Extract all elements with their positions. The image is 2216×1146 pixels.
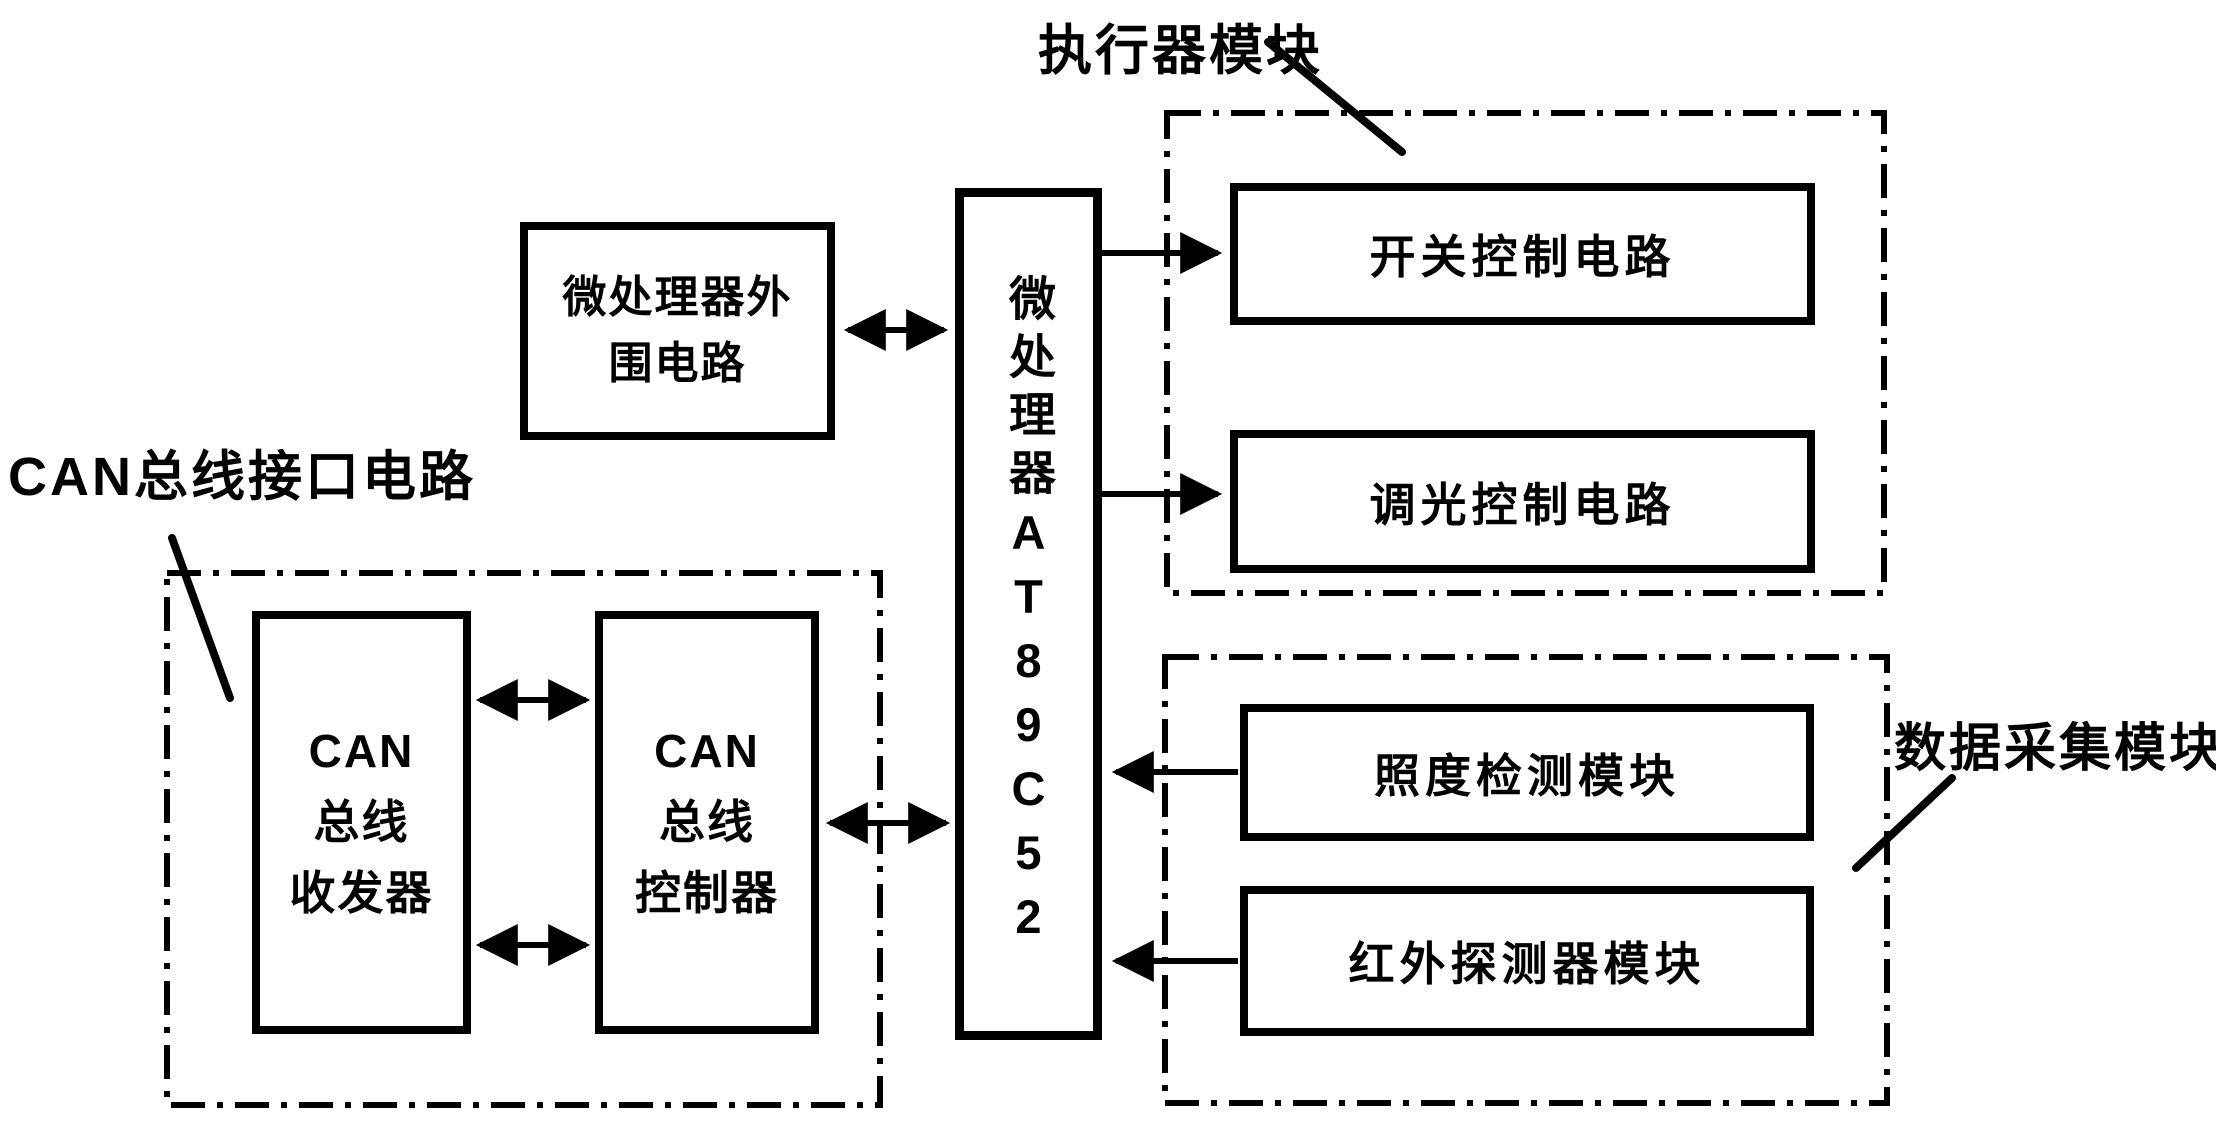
infrared-detector-box: 红外探测器模块 [1240, 886, 1814, 1036]
can-controller-line1: CAN [654, 724, 760, 777]
can-transceiver-line3: 收发器 [289, 867, 434, 920]
can-controller-line3: 控制器 [635, 867, 779, 920]
infrared-detector-label: 红外探测器模块 [1348, 938, 1706, 990]
can-transceiver-box: CAN 总线 收发器 [252, 611, 471, 1034]
peripheral-circuit-line2: 围电路 [608, 339, 747, 388]
can-interface-label: CAN总线接口电路 [8, 447, 476, 507]
illuminance-detection-label: 照度检测模块 [1374, 749, 1680, 802]
actuator-module-label: 执行器模块 [1038, 21, 1323, 81]
can-transceiver-line2: 总线 [313, 795, 410, 848]
dimming-control-label: 调光控制电路 [1369, 478, 1676, 531]
peripheral-circuit-line1: 微处理器外 [562, 273, 793, 322]
data-acquisition-label: 数据采集模块 [1894, 720, 2216, 778]
mcu-box-label: 微处理器AT89C52 [1002, 274, 1055, 954]
peripheral-circuit-box: 微处理器外 围电路 [520, 222, 835, 440]
can-controller-box: CAN 总线 控制器 [595, 611, 819, 1034]
can-transceiver-line1: CAN [308, 724, 415, 777]
switch-control-box: 开关控制电路 [1230, 183, 1815, 325]
data-acquisition-dashed-container [1162, 654, 1890, 1106]
illuminance-detection-box: 照度检测模块 [1240, 704, 1814, 841]
can-controller-line2: 总线 [659, 795, 755, 848]
pointer-line-data-acquisition-label [1852, 774, 1956, 872]
pointer-line-can-interface-label [168, 534, 234, 702]
dimming-control-box: 调光控制电路 [1230, 430, 1815, 573]
switch-control-label: 开关控制电路 [1369, 231, 1676, 283]
pointer-line-actuator-label [1264, 38, 1406, 156]
mcu-box: 微处理器AT89C52 [955, 188, 1102, 1040]
actuator-module-dashed-container [1164, 110, 1887, 596]
